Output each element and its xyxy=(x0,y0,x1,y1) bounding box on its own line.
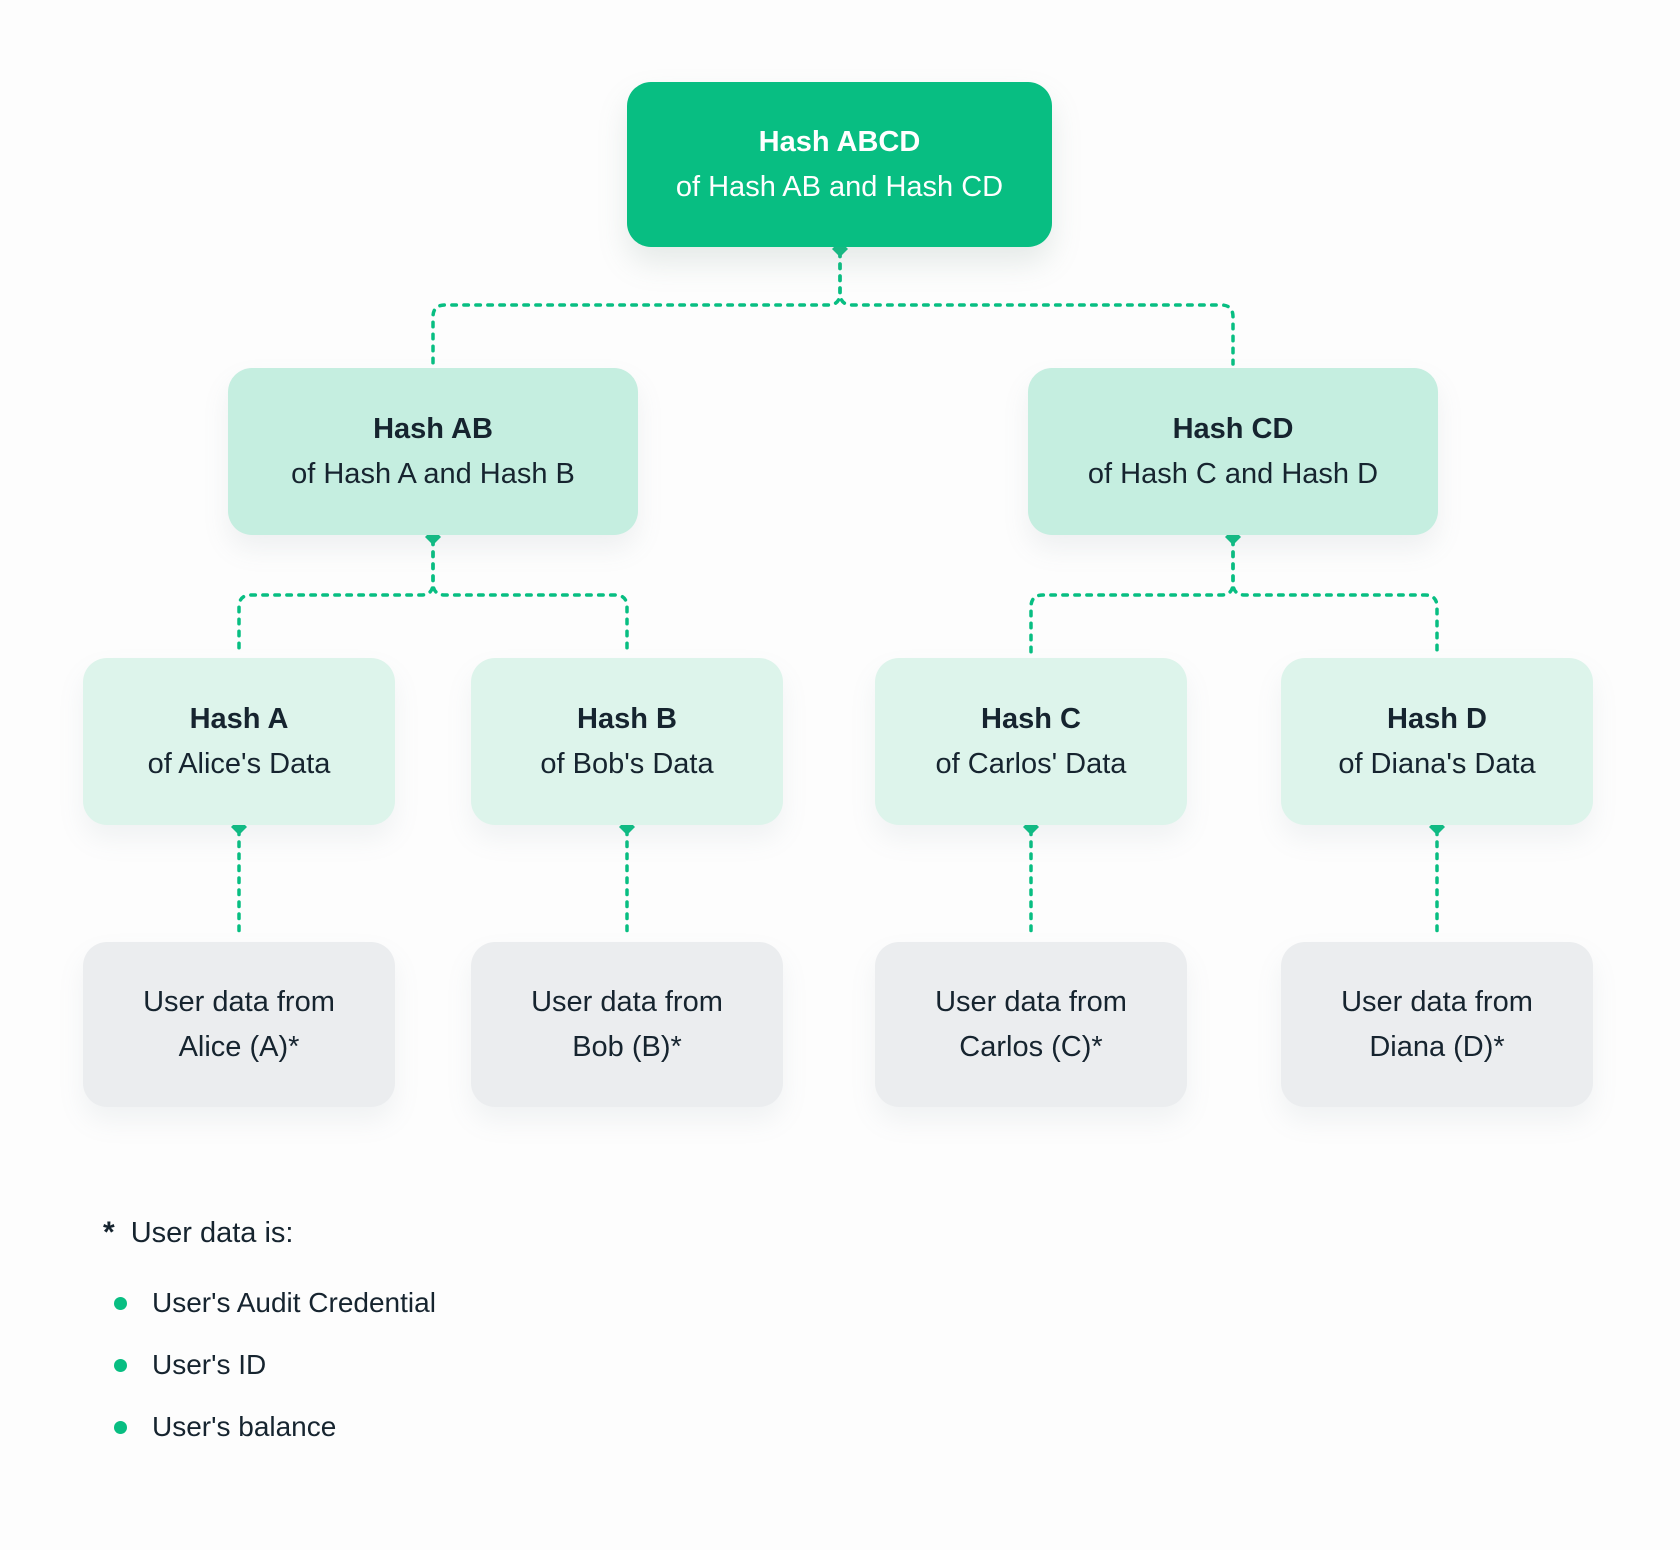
node-subtitle: of Diana's Data xyxy=(1338,747,1536,780)
bullet-dot-icon xyxy=(114,1358,127,1372)
leaf-line2: Diana (D)* xyxy=(1369,1030,1505,1063)
node-title: Hash ABCD xyxy=(758,125,921,158)
leaf-line2: Carlos (C)* xyxy=(959,1030,1103,1063)
edge-cd-to-hash-d xyxy=(1231,538,1439,656)
footnote-item-text: User's Audit Credential xyxy=(152,1287,436,1318)
node-user-data-alice: User data from Alice (A)* xyxy=(83,942,395,1107)
node-subtitle: of Alice's Data xyxy=(147,747,331,780)
footnote-list: User's Audit Credential User's ID User's… xyxy=(103,1272,436,1458)
list-item: User's balance xyxy=(103,1396,436,1458)
node-user-data-carlos: User data from Carlos (C)* xyxy=(875,942,1187,1107)
leaf-line1: User data from xyxy=(531,985,723,1018)
list-item: User's ID xyxy=(103,1334,436,1396)
edge-root-to-hash-cd xyxy=(838,250,1235,366)
node-hash-b: Hash B of Bob's Data xyxy=(471,658,783,825)
bullet-dot-icon xyxy=(114,1420,127,1434)
leaf-line1: User data from xyxy=(935,985,1127,1018)
footnote-item-text: User's balance xyxy=(152,1411,337,1442)
node-user-data-diana: User data from Diana (D)* xyxy=(1281,942,1593,1107)
node-subtitle: of Hash C and Hash D xyxy=(1087,457,1379,490)
footnote-asterisk: * xyxy=(103,1216,115,1249)
node-title: Hash B xyxy=(577,702,677,735)
footnote-item-text: User's ID xyxy=(152,1349,267,1380)
edge-root-to-hash-ab xyxy=(431,250,842,366)
node-hash-c: Hash C of Carlos' Data xyxy=(875,658,1187,825)
node-title: Hash AB xyxy=(373,412,493,445)
leaf-line2: Bob (B)* xyxy=(572,1030,682,1063)
bullet-dot-icon xyxy=(114,1296,127,1310)
node-hash-ab: Hash AB of Hash A and Hash B xyxy=(228,368,638,535)
leaf-line1: User data from xyxy=(1341,985,1533,1018)
footnote-title-text: User data is: xyxy=(130,1216,294,1249)
node-title: Hash C xyxy=(981,702,1081,735)
node-hash-abcd: Hash ABCD of Hash AB and Hash CD xyxy=(627,82,1052,247)
node-subtitle: of Hash AB and Hash CD xyxy=(675,170,1004,203)
list-item: User's Audit Credential xyxy=(103,1272,436,1334)
leaf-line1: User data from xyxy=(143,985,335,1018)
node-title: Hash CD xyxy=(1172,412,1294,445)
node-hash-a: Hash A of Alice's Data xyxy=(83,658,395,825)
node-user-data-bob: User data from Bob (B)* xyxy=(471,942,783,1107)
edge-cd-to-hash-c xyxy=(1029,538,1235,656)
node-hash-d: Hash D of Diana's Data xyxy=(1281,658,1593,825)
leaf-line2: Alice (A)* xyxy=(178,1030,300,1063)
node-subtitle: of Bob's Data xyxy=(540,747,714,780)
node-subtitle: of Hash A and Hash B xyxy=(291,457,575,490)
footnote: * User data is: User's Audit Credential … xyxy=(103,1208,436,1458)
edge-ab-to-hash-b xyxy=(431,538,629,656)
node-title: Hash D xyxy=(1387,702,1487,735)
footnote-title: * User data is: xyxy=(103,1208,436,1258)
node-subtitle: of Carlos' Data xyxy=(935,747,1127,780)
edge-ab-to-hash-a xyxy=(237,538,435,656)
node-title: Hash A xyxy=(189,702,289,735)
node-hash-cd: Hash CD of Hash C and Hash D xyxy=(1028,368,1438,535)
